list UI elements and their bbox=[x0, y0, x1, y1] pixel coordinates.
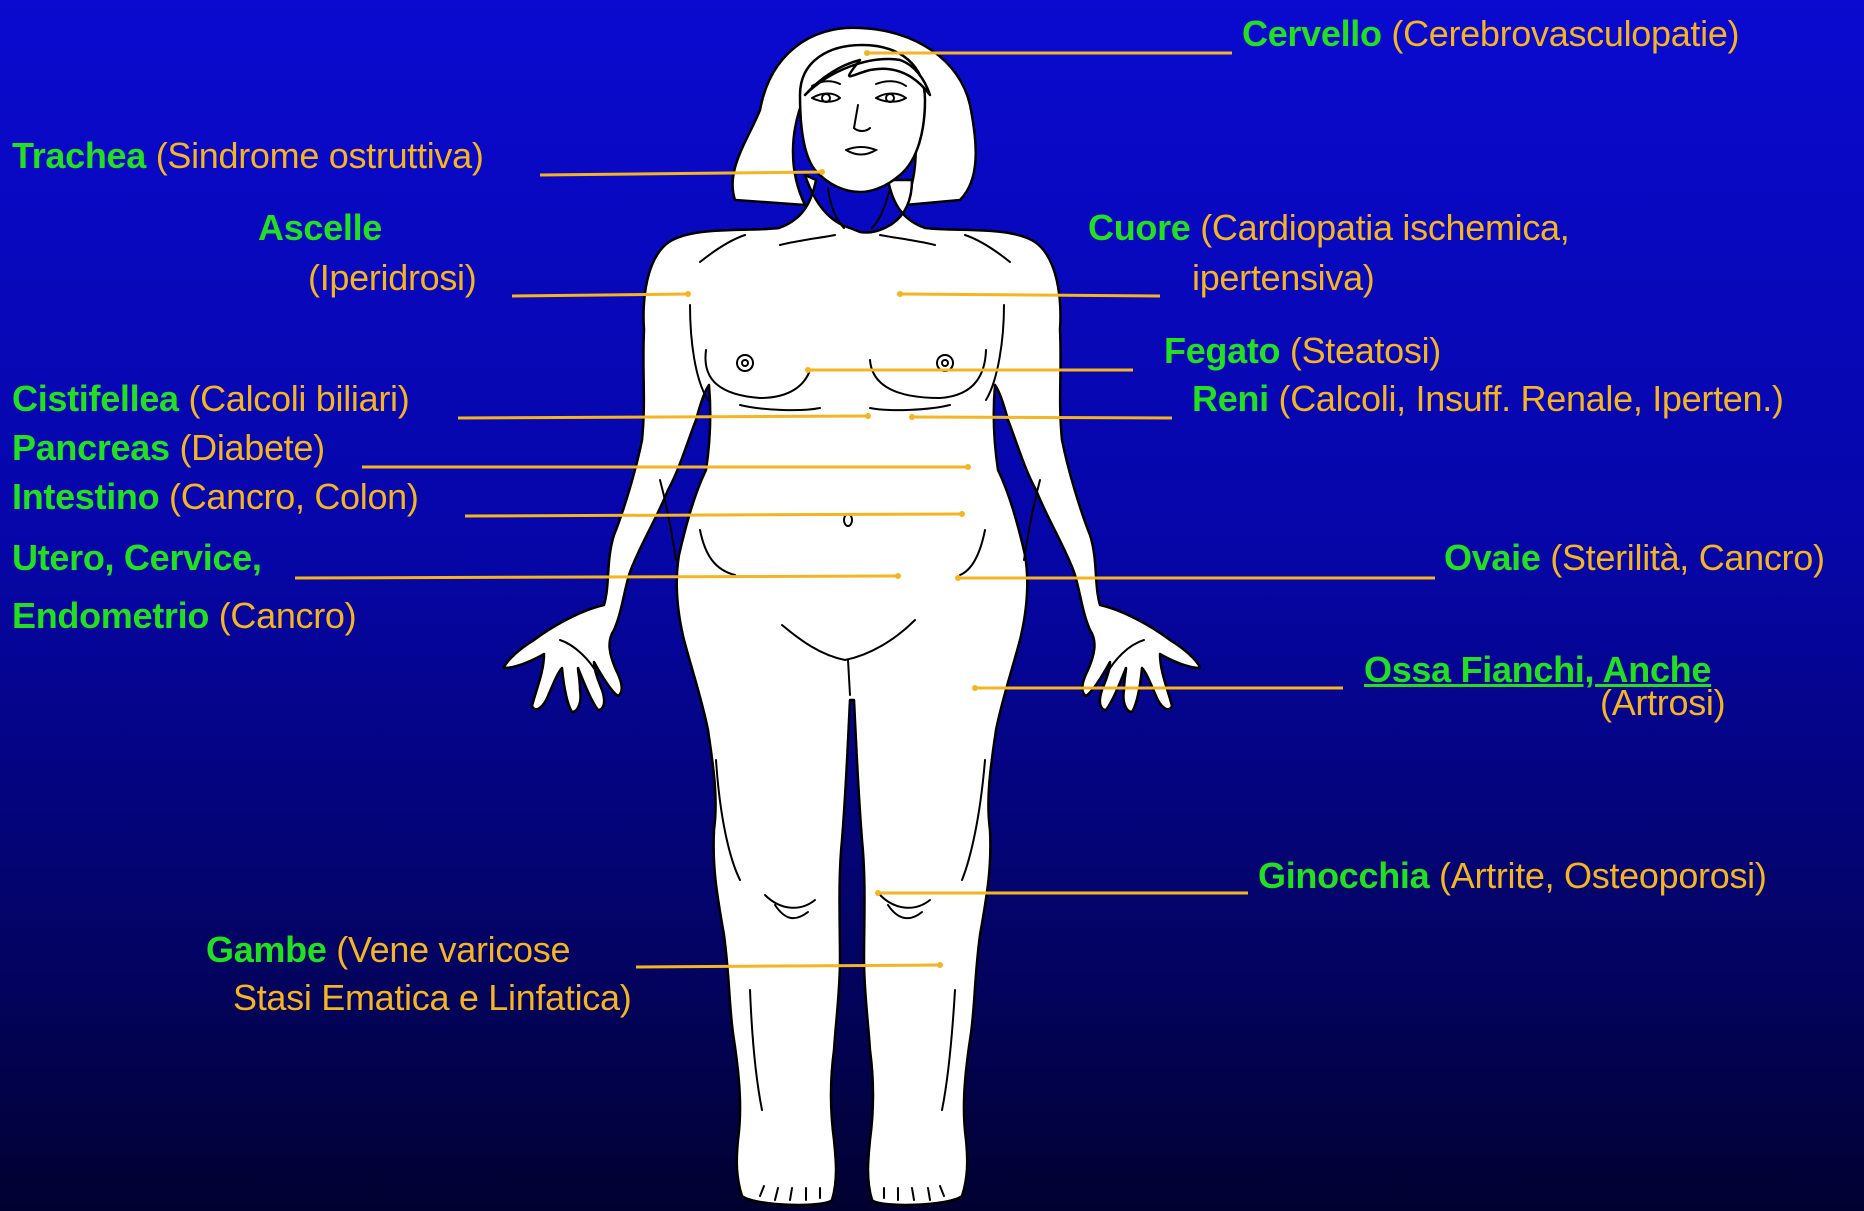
label-cuore-cond2: ipertensiva) bbox=[1192, 258, 1374, 298]
organ-trachea: Trachea bbox=[12, 135, 146, 176]
label-intestino: Intestino (Cancro, Colon) bbox=[12, 477, 419, 517]
condition-utero: (Cancro) bbox=[219, 595, 357, 636]
label-pancreas: Pancreas (Diabete) bbox=[12, 428, 325, 468]
leader-utero bbox=[295, 576, 898, 578]
condition-fegato: (Steatosi) bbox=[1290, 330, 1441, 371]
organ-ginocchia: Ginocchia bbox=[1258, 855, 1429, 896]
leader-ascelle bbox=[512, 294, 688, 296]
label-fegato: Fegato (Steatosi) bbox=[1164, 331, 1441, 371]
condition-cistifellea: (Calcoli biliari) bbox=[188, 378, 409, 419]
label-ovaie: Ovaie (Sterilità, Cancro) bbox=[1444, 538, 1825, 578]
condition-ascelle: (Iperidrosi) bbox=[308, 257, 476, 298]
organ-cistifellea: Cistifellea bbox=[12, 378, 179, 419]
condition-ossa: (Artrosi) bbox=[1600, 682, 1725, 723]
label-cervello: Cervello (Cerebrovasculopatie) bbox=[1242, 14, 1739, 54]
organ-gambe: Gambe bbox=[206, 929, 327, 970]
organ-reni: Reni bbox=[1192, 378, 1269, 419]
label-cuore: Cuore (Cardiopatia ischemica, bbox=[1088, 208, 1569, 248]
label-ascelle-cond: (Iperidrosi) bbox=[308, 258, 476, 298]
condition-gambe: (Vene varicose bbox=[336, 929, 570, 970]
label-trachea: Trachea (Sindrome ostruttiva) bbox=[12, 136, 484, 176]
label-endometrio: Endometrio (Cancro) bbox=[12, 596, 356, 636]
leader-cistifellea bbox=[458, 416, 868, 418]
organ-fegato: Fegato bbox=[1164, 330, 1280, 371]
label-ascelle: Ascelle bbox=[258, 208, 382, 248]
organ-ascelle: Ascelle bbox=[258, 207, 382, 248]
leader-reni bbox=[912, 417, 1172, 418]
condition-gambe-2: Stasi Ematica e Linfatica) bbox=[233, 977, 631, 1018]
label-utero: Utero, Cervice, bbox=[12, 538, 262, 578]
label-gambe-cond2: Stasi Ematica e Linfatica) bbox=[233, 978, 631, 1018]
organ-endometrio: Endometrio bbox=[12, 595, 209, 636]
condition-pancreas: (Diabete) bbox=[179, 427, 324, 468]
leader-trachea bbox=[540, 172, 822, 175]
label-gambe: Gambe (Vene varicose bbox=[206, 930, 570, 970]
organ-intestino: Intestino bbox=[12, 476, 159, 517]
label-ossa-cond: (Artrosi) bbox=[1600, 683, 1725, 723]
label-cistifellea: Cistifellea (Calcoli biliari) bbox=[12, 379, 409, 419]
organ-cervello: Cervello bbox=[1242, 13, 1382, 54]
organ-pancreas: Pancreas bbox=[12, 427, 170, 468]
organ-cuore: Cuore bbox=[1088, 207, 1191, 248]
leader-intestino bbox=[465, 514, 962, 516]
organ-ovaie: Ovaie bbox=[1444, 537, 1541, 578]
condition-ovaie: (Sterilità, Cancro) bbox=[1550, 537, 1824, 578]
label-ginocchia: Ginocchia (Artrite, Osteoporosi) bbox=[1258, 856, 1767, 896]
condition-ginocchia: (Artrite, Osteoporosi) bbox=[1439, 855, 1767, 896]
condition-reni: (Calcoli, Insuff. Renale, Iperten.) bbox=[1279, 378, 1784, 419]
leader-gambe bbox=[636, 965, 940, 967]
organ-utero: Utero, Cervice, bbox=[12, 537, 262, 578]
condition-intestino: (Cancro, Colon) bbox=[169, 476, 419, 517]
label-reni: Reni (Calcoli, Insuff. Renale, Iperten.) bbox=[1192, 379, 1784, 419]
condition-cervello: (Cerebrovasculopatie) bbox=[1391, 13, 1739, 54]
condition-trachea: (Sindrome ostruttiva) bbox=[156, 135, 484, 176]
leader-cuore bbox=[900, 294, 1160, 296]
condition-cuore: (Cardiopatia ischemica, bbox=[1200, 207, 1569, 248]
condition-cuore-2: ipertensiva) bbox=[1192, 257, 1374, 298]
